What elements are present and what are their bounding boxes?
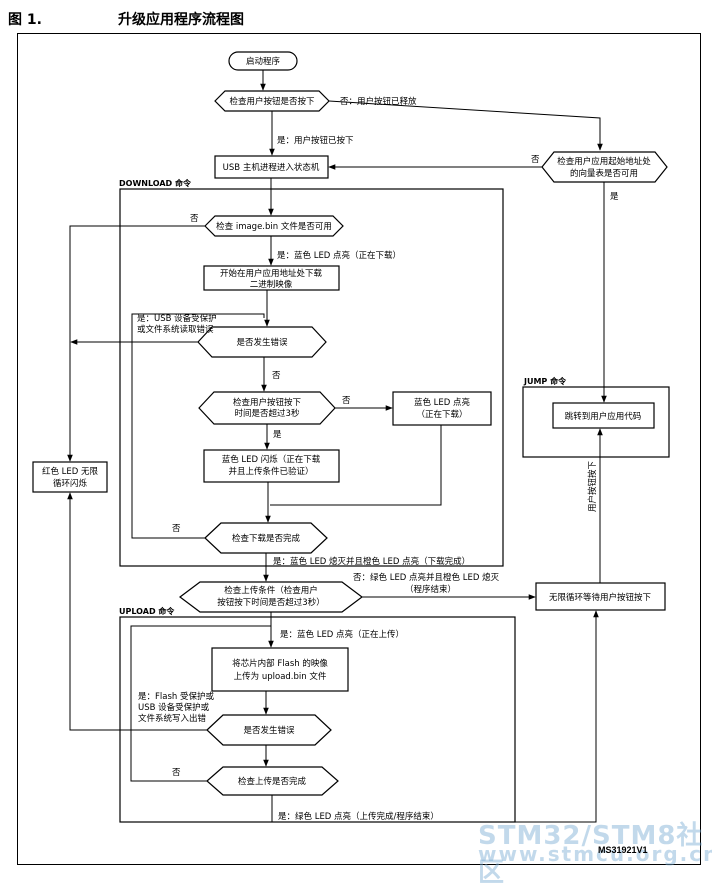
label-yes-flash-2: USB 设备受保护或 [138, 702, 210, 713]
label-yes-pressed: 是：用户按钮已按下 [277, 135, 354, 146]
label-no-released: 否：用户按钮已释放 [340, 96, 417, 107]
check-upload-done-decision [206, 766, 339, 796]
watermark-line-1: STM32/STM8社区 [478, 821, 704, 888]
check-button-label: 检查用户按钮是否按下 [229, 96, 315, 107]
error-download-decision [197, 326, 327, 358]
label-yes-usb-1: 是：USB 设备受保护 [137, 313, 217, 324]
error-download-label: 是否发生错误 [236, 337, 288, 348]
jump-code-box [552, 402, 655, 429]
label-3s-no: 否 [342, 396, 351, 406]
label-vector-yes: 是 [610, 192, 619, 202]
label-yes-flash-1: 是：Flash 受保护或 [138, 691, 214, 702]
red-led-box [32, 461, 108, 493]
check-vector-decision [541, 151, 668, 183]
upload-image-box [211, 647, 349, 692]
red-led-label-2: 循环闪烁 [53, 478, 88, 489]
upload-image-label-1: 将芯片内部 Flash 的映像 [232, 658, 328, 669]
label-3s-yes: 是 [273, 430, 282, 440]
jump-section-label: JUMP 命令 [523, 376, 567, 386]
upload-section-label: UPLOAD 命令 [119, 606, 175, 616]
figure-title: 升级应用程序流程图 [118, 12, 244, 28]
label-no-green-2: （程序结束） [405, 584, 456, 595]
check-image-label: 检查 image.bin 文件是否可用 [216, 221, 332, 232]
blue-led-label-1: 蓝色 LED 点亮 [414, 397, 470, 408]
label-no-green-1: 否：绿色 LED 点亮并且橙色 LED 熄灭 [353, 572, 500, 583]
check-upload-label-1: 检查上传条件（检查用户 [224, 585, 318, 596]
label-vector-no: 否 [531, 155, 540, 165]
blue-blink-label-2: 并且上传条件已验证） [228, 466, 313, 477]
label-yes-dl-done: 是：蓝色 LED 熄灭并且橙色 LED 点亮（下载完成） [273, 556, 470, 567]
label-done-no: 否 [172, 524, 181, 534]
upload-image-label-2: 上传为 upload.bin 文件 [234, 671, 327, 682]
figure-frame [17, 33, 701, 865]
label-yes-green-done: 是：绿色 LED 点亮（上传完成/程序结束） [278, 811, 439, 822]
download-section-frame [119, 188, 504, 567]
check-download-done-label: 检查下载是否完成 [232, 533, 301, 544]
check-3s-label-1: 检查用户按钮按下 [233, 397, 302, 408]
check-3s-decision [198, 391, 336, 425]
figure-number: 图 1. [8, 12, 42, 28]
check-vector-label-2: 的向量表是否可用 [570, 168, 638, 179]
blue-blink-label-1: 蓝色 LED 闪烁（正在下载 [222, 454, 321, 465]
jump-code-label: 跳转到用户应用代码 [565, 411, 642, 422]
start-download-label-2: 二进制映像 [250, 279, 293, 290]
wait-button-label: 无限循环等待用户按钮按下 [549, 592, 652, 603]
check-3s-label-2: 时间是否超过3秒 [235, 408, 300, 419]
label-yes-blue-on: 是：蓝色 LED 点亮（正在下载） [277, 250, 401, 261]
check-upload-done-label: 检查上传是否完成 [238, 776, 307, 787]
wait-button-box [535, 582, 666, 611]
start-download-label-1: 开始在用户应用地址处下载 [220, 268, 323, 279]
label-upload-done-no: 否 [172, 768, 181, 778]
jump-section-frame [522, 386, 670, 458]
download-section-label: DOWNLOAD 命令 [119, 178, 192, 188]
check-image-decision [204, 215, 344, 237]
error-upload-label: 是否发生错误 [243, 725, 295, 736]
label-yes-flash-3: 文件系统写入出错 [138, 713, 207, 724]
usb-host-state-label: USB 主机进程进入状态机 [223, 162, 320, 173]
figure-code: MS31921V1 [598, 845, 648, 855]
label-user-pressed: 用户按钮按下 [587, 460, 598, 512]
start-download-box [203, 265, 340, 291]
start-node-label: 启动程序 [246, 56, 281, 67]
error-upload-decision [206, 714, 332, 746]
blue-led-box [392, 391, 492, 426]
label-error-no: 否 [272, 371, 281, 381]
check-vector-label-1: 检查用户应用起始地址处 [557, 156, 651, 167]
red-led-label-1: 红色 LED 无限 [42, 466, 99, 477]
label-yes-upload-blue: 是：蓝色 LED 点亮（正在上传） [280, 629, 404, 640]
check-download-done-decision [204, 522, 328, 554]
watermark-line-2: www.stmcu.org.cn [478, 842, 712, 866]
blue-led-label-2: （正在下载） [416, 409, 467, 420]
label-image-no: 否 [190, 214, 199, 224]
connectors [67, 70, 607, 823]
check-upload-label-2: 按钮按下时间是否超过3秒） [217, 597, 324, 608]
label-yes-usb-2: 或文件系统读取错误 [137, 324, 214, 335]
blue-blink-box [203, 449, 340, 483]
